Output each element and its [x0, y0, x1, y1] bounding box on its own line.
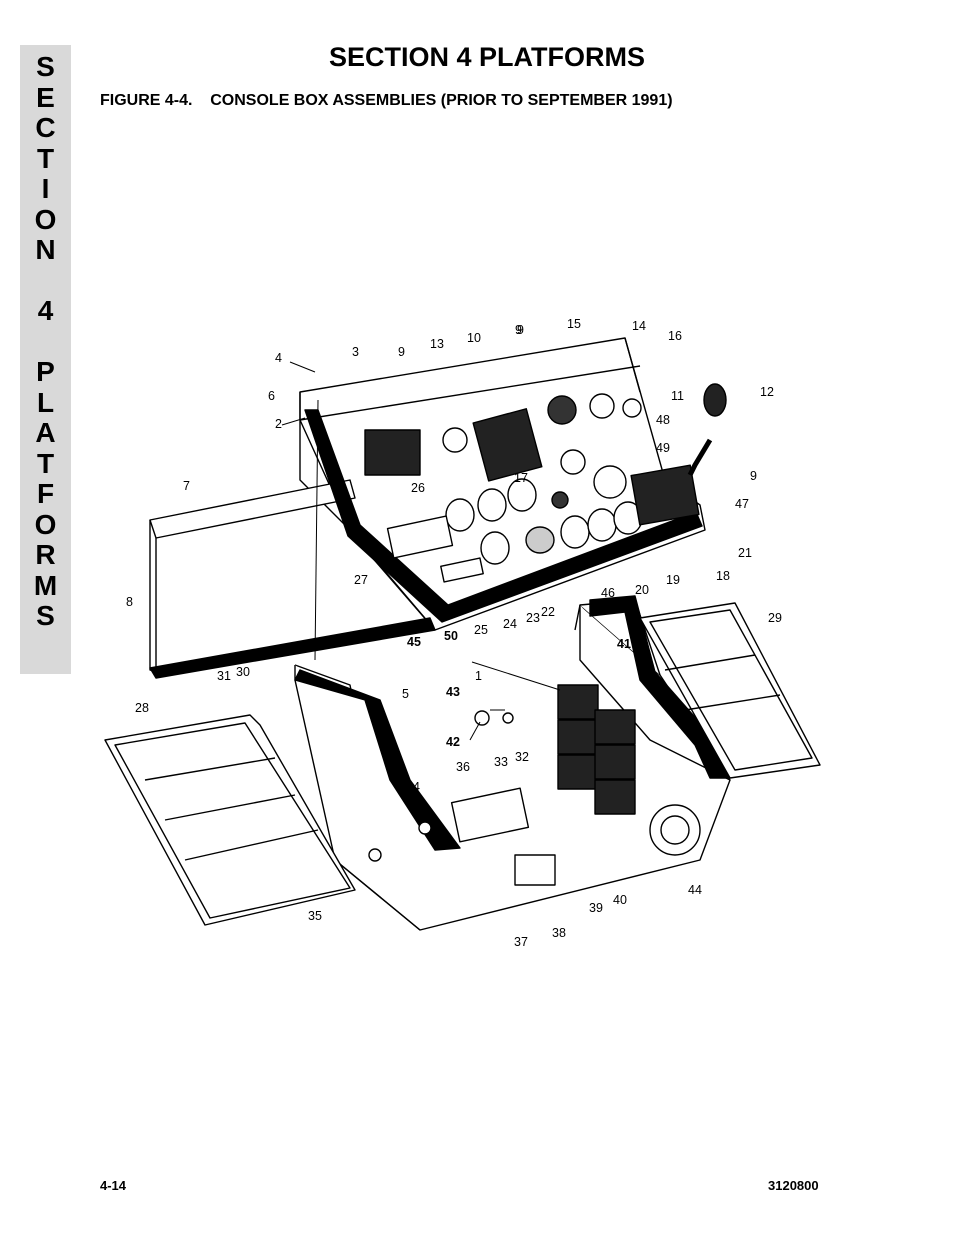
document-number: 3120800 — [768, 1178, 819, 1193]
part-callout: 2 — [275, 417, 282, 431]
part-callout: 17 — [514, 471, 528, 485]
part-callout: 36 — [456, 760, 470, 774]
part-callout: 8 — [126, 595, 133, 609]
part-callout: 3 — [352, 345, 359, 359]
part-callout: 16 — [668, 329, 682, 343]
page-number: 4-14 — [100, 1178, 127, 1193]
relays — [557, 684, 636, 815]
side-tab-letter: S — [36, 51, 55, 82]
part-callout: 47 — [735, 497, 749, 511]
section-title: SECTION 4 PLATFORMS — [328, 42, 645, 72]
part-callout: 9 — [515, 323, 522, 337]
terminal-parts — [368, 710, 701, 886]
part-callout: 1 — [475, 669, 482, 683]
part-callout: 28 — [135, 701, 149, 715]
part-callout: 4 — [275, 351, 282, 365]
part-callout: 24 — [503, 617, 517, 631]
part-callout: 39 — [589, 901, 603, 915]
part-callout: 20 — [635, 583, 649, 597]
side-tab-letter: 4 — [37, 295, 54, 326]
part-callout: 38 — [552, 926, 566, 940]
part-callout: 29 — [768, 611, 782, 625]
side-tab-letter: T — [36, 142, 55, 174]
side-tab-letter: C — [35, 112, 56, 143]
part-callout: 14 — [632, 319, 646, 333]
part-callout: 25 — [474, 623, 488, 637]
part-callout: 9 — [398, 345, 405, 359]
part-callout: 44 — [688, 883, 702, 897]
part-callout: 23 — [526, 611, 540, 625]
part-callout: 26 — [411, 481, 425, 495]
part-callout: 37 — [514, 935, 528, 949]
side-tab-letter: S — [36, 600, 55, 631]
side-cover-right — [639, 602, 821, 779]
side-tab-letter: M — [33, 569, 58, 601]
part-callout: 13 — [430, 337, 444, 351]
part-callout: 19 — [666, 573, 680, 587]
side-tab-letter: N — [35, 234, 56, 265]
part-callout: 7 — [183, 479, 190, 493]
side-tab-letter: O — [34, 508, 57, 540]
panel-components — [364, 383, 727, 583]
side-tab-letter: A — [35, 417, 56, 448]
side-tab-letter: I — [41, 173, 50, 204]
part-callout: 45 — [407, 635, 421, 649]
part-callout: 46 — [601, 586, 615, 600]
part-callout: 31 — [217, 669, 231, 683]
part-callout: 35 — [308, 909, 322, 923]
part-callout: 9 — [750, 469, 757, 483]
side-tab-letter: O — [34, 203, 57, 235]
side-tab-letter: P — [36, 356, 55, 387]
part-callout: 27 — [354, 573, 368, 587]
console-box-exploded-diagram: 1234567899991011121314151617181920212223… — [104, 317, 821, 949]
part-callout: 22 — [541, 605, 555, 619]
part-callout: 15 — [567, 317, 581, 331]
part-callout: 48 — [656, 413, 670, 427]
part-callout: 42 — [446, 735, 460, 749]
part-callout: 32 — [515, 750, 529, 764]
part-callout: 43 — [446, 685, 460, 699]
part-callout: 11 — [671, 389, 684, 403]
side-cover-left — [104, 714, 356, 926]
part-callout: 30 — [236, 665, 250, 679]
part-callout: 9 — [517, 323, 524, 337]
side-tab-letter: R — [35, 539, 56, 570]
part-callout: 6 — [268, 389, 275, 403]
part-callout: 5 — [402, 687, 409, 701]
part-callout: 12 — [760, 385, 774, 399]
part-callout: 41 — [617, 637, 631, 651]
figure-title: FIGURE 4-4. CONSOLE BOX ASSEMBLIES (PRIO… — [100, 92, 673, 109]
part-callout: 50 — [444, 629, 458, 643]
leader-lines — [281, 361, 561, 741]
part-callout: 40 — [613, 893, 627, 907]
part-callout: 49 — [656, 441, 670, 455]
part-callout: 10 — [467, 331, 481, 345]
part-callout: 21 — [738, 546, 752, 560]
side-tab-letter: T — [36, 447, 55, 479]
side-tab-letter: E — [36, 81, 55, 113]
part-callout: 18 — [716, 569, 730, 583]
side-tab-letter: F — [36, 478, 55, 509]
side-tab-letter: L — [36, 386, 55, 418]
part-callout: 33 — [494, 755, 508, 769]
part-callout: 34 — [406, 780, 420, 794]
